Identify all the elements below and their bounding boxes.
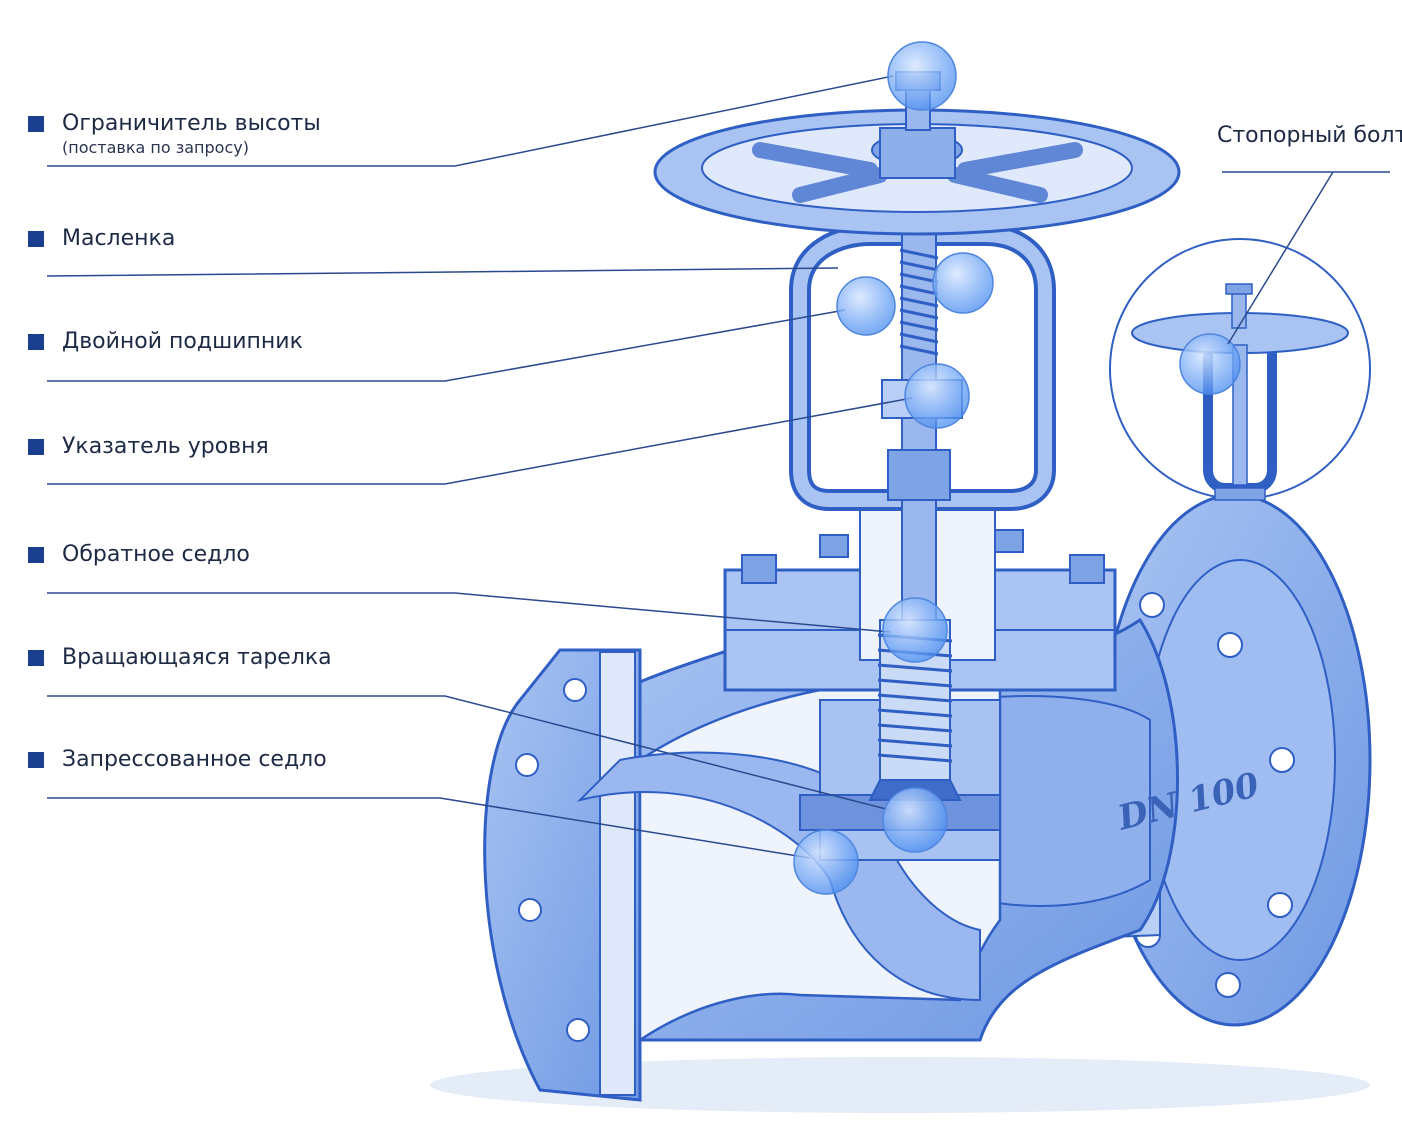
label-text: Вращающаяся тарелка: [62, 645, 332, 670]
label-oiler: Масленка: [28, 225, 175, 253]
bubble-height-limiter: [887, 41, 957, 111]
bullet-square: [28, 116, 44, 132]
bullet-square: [28, 439, 44, 455]
label-text: Ограничитель высоты: [62, 111, 321, 136]
label-rotating-disc: Вращающаяся тарелка: [28, 644, 332, 672]
bubble-level-indicator: [904, 363, 970, 429]
flow-passage: [576, 751, 981, 1002]
bubble-back-seat: [882, 597, 948, 663]
bubble-bearing: [836, 276, 896, 336]
label-back-seat: Обратное седло: [28, 541, 250, 569]
bullet-square: [28, 650, 44, 666]
stem-thread: [899, 248, 939, 356]
handwheel: [653, 108, 1181, 236]
bullet-square: [28, 752, 44, 768]
label-locking-bolt: Стопорный болт: [1217, 123, 1402, 148]
yoke-inner: [793, 228, 1052, 507]
label-text: Указатель уровня: [62, 434, 269, 459]
label-subtext: (поставка по запросу): [62, 138, 249, 157]
label-height-limiter: Ограничитель высоты (поставка по запросу…: [28, 110, 321, 158]
inset-detail: [1109, 238, 1371, 501]
bullet-square: [28, 231, 44, 247]
stem-nut: [887, 449, 951, 501]
bullet-square: [28, 334, 44, 350]
label-pressed-seat: Запрессованное седло: [28, 746, 327, 774]
label-double-bearing: Двойной подшипник: [28, 328, 303, 356]
label-level-indicator: Указатель уровня: [28, 433, 269, 461]
label-text: Двойной подшипник: [62, 329, 303, 354]
inlet-flange: [483, 648, 642, 1102]
label-text: Обратное седло: [62, 542, 250, 567]
label-text: Запрессованное седло: [62, 747, 327, 772]
bubble-pressed-seat: [793, 829, 859, 895]
label-text: Масленка: [62, 226, 176, 251]
ground-shadow: [430, 1057, 1370, 1113]
leader-lines: [46, 75, 1390, 859]
bubble-oiler: [932, 252, 994, 314]
callout-bubbles: [793, 41, 994, 895]
bubble-rotating-disc: [882, 787, 948, 853]
outlet-neck: [958, 695, 1151, 907]
bullet-square: [28, 547, 44, 563]
